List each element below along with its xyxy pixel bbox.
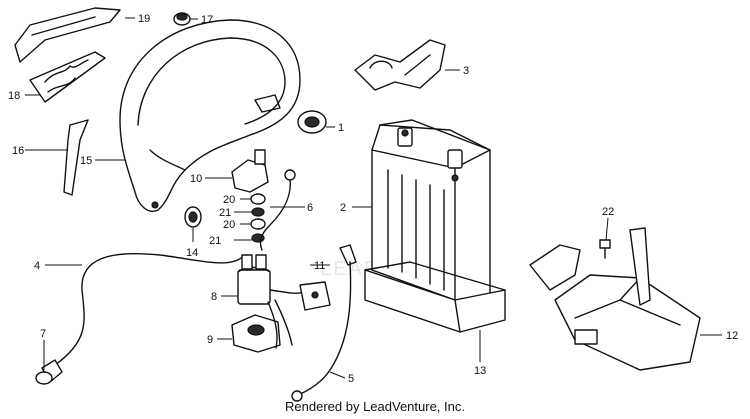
callout-8: 8 [211,291,217,303]
battery-bracket-part-3[interactable] [354,39,446,91]
washer-part-21-upper[interactable] [251,207,265,217]
grommet-part-14[interactable] [184,206,202,228]
clip-part-16[interactable] [63,119,89,196]
battery-terminals [397,127,463,182]
callout-20-upper: 20 [223,194,235,206]
callout-4: 4 [34,260,40,272]
positive-cable-part-6[interactable] [259,169,296,251]
nut-part-20-lower[interactable] [250,218,266,230]
battery-tray-part-13[interactable] [364,261,506,333]
negative-cable-part-5[interactable] [291,244,357,402]
callout-21-lower: 21 [209,235,221,247]
callout-21-upper: 21 [219,207,231,219]
callout-6: 6 [307,202,313,214]
connector-part-11[interactable] [299,281,331,311]
callout-16: 16 [12,145,24,157]
callout-17: 17 [201,14,213,26]
starter-cable-part-4[interactable] [41,252,246,383]
callout-20-lower: 20 [223,219,235,231]
callout-labels: 19 17 18 16 15 1 2 3 10 20 21 20 21 14 6… [8,13,738,385]
grommet-part-17[interactable] [173,12,191,26]
bolt-part-22[interactable] [599,239,611,259]
emblem-strip-part-19[interactable] [14,7,121,63]
grommet-part-1[interactable] [297,110,327,134]
callout-12: 12 [726,330,738,342]
battery-cells [387,169,445,291]
terminal-boot-part-7[interactable] [35,371,53,385]
callout-1: 1 [338,122,344,134]
leader-lines [25,17,722,379]
callout-18: 18 [8,90,20,102]
relay-mount-part-10[interactable] [231,149,269,193]
footer-credit: Rendered by LeadVenture, Inc. [285,399,465,414]
relay-holder-part-9[interactable] [231,314,281,353]
callout-10: 10 [190,173,202,185]
callout-9: 9 [207,334,213,346]
callout-19: 19 [138,13,150,25]
callout-2: 2 [340,202,346,214]
side-cover-part-15[interactable] [119,19,301,212]
callout-5: 5 [348,373,354,385]
nut-part-20-upper[interactable] [250,193,266,205]
battery-part-2[interactable] [371,119,491,306]
callout-15: 15 [80,155,92,167]
battery-holder-part-12[interactable] [529,227,701,371]
callout-22: 22 [602,206,614,218]
callout-11: 11 [314,260,325,272]
callout-14: 14 [186,247,198,259]
starter-relay-part-8[interactable] [237,254,271,305]
callout-3: 3 [463,65,469,77]
logo-badge-part-18[interactable] [29,51,106,103]
callout-7: 7 [40,328,46,340]
callout-13: 13 [474,365,486,377]
